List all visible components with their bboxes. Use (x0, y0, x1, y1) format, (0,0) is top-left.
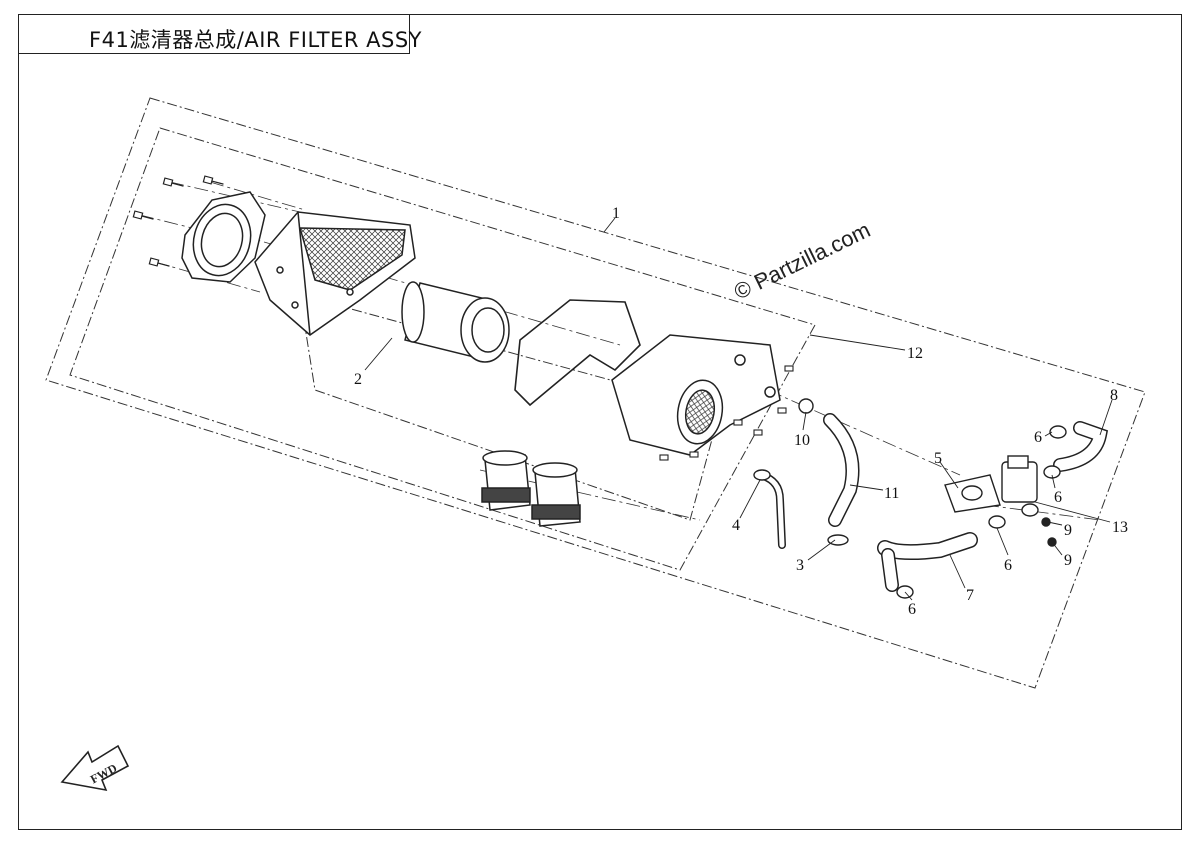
assembly-boundary-sub (299, 294, 721, 521)
title-box: F41滤清器总成/AIR FILTER ASSY (18, 14, 422, 54)
fwd-arrow-icon: FWD (60, 744, 130, 792)
callout-8: 8 (1110, 387, 1118, 404)
callout-9b: 9 (1064, 552, 1072, 569)
callout-12: 12 (907, 345, 923, 362)
cover-screws (659, 365, 794, 461)
airbox-cover (611, 334, 781, 456)
callout-6d: 6 (908, 601, 916, 618)
callout-11: 11 (884, 485, 899, 502)
callout-4: 4 (732, 517, 740, 534)
valve-plate-5 (944, 474, 1001, 513)
valve-13 (1001, 455, 1039, 517)
callout-5: 5 (934, 450, 942, 467)
callout-2: 2 (354, 371, 362, 388)
callout-7: 7 (966, 587, 974, 604)
callout-6b: 6 (1054, 489, 1062, 506)
callout-1: 1 (612, 205, 620, 222)
assembly-boundary-outer (45, 97, 1146, 689)
airbox-lower-housing (254, 211, 416, 336)
intake-boots (481, 450, 581, 527)
callout-3: 3 (796, 557, 804, 574)
air-filter-element (401, 281, 510, 363)
callout-9a: 9 (1064, 522, 1072, 539)
intake-flange (181, 191, 266, 283)
callout-6a: 6 (1034, 429, 1042, 446)
bolt-group-left (132, 175, 224, 267)
leader-lines (364, 217, 1113, 601)
callout-10: 10 (794, 432, 810, 449)
drawing-frame (18, 14, 1182, 830)
page-title: F41滤清器总成/AIR FILTER ASSY (89, 28, 422, 52)
airbox-gasket (514, 299, 641, 407)
callout-6c: 6 (1004, 557, 1012, 574)
assembly-boundary-inner (69, 127, 816, 571)
callout-13: 13 (1112, 519, 1128, 536)
